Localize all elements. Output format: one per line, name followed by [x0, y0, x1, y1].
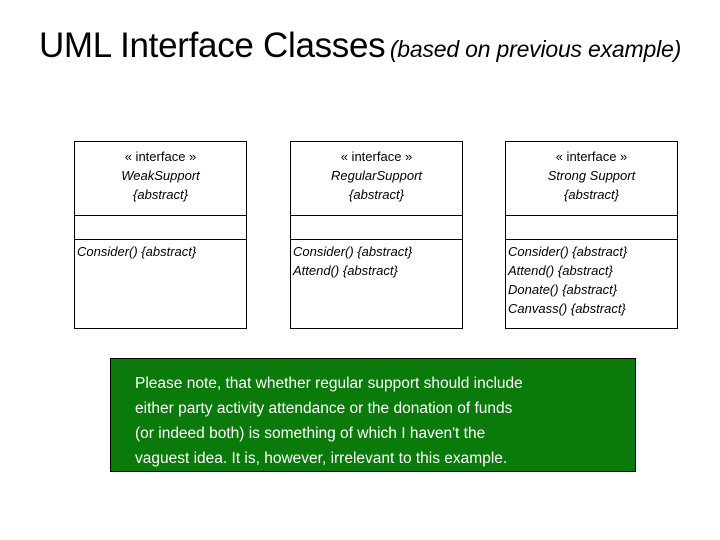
class-operation: Attend() {abstract}: [293, 263, 398, 278]
page-title-subtitle: (based on previous example): [389, 36, 682, 62]
class-operation: Canvass() {abstract}: [508, 301, 626, 316]
class-operation: Consider() {abstract}: [77, 244, 197, 259]
class-abstract-marker: {abstract}: [133, 187, 188, 202]
class-header-compartment: « interface » WeakSupport {abstract}: [75, 142, 246, 216]
class-attributes-compartment: [506, 216, 677, 240]
uml-class-strong-support[interactable]: « interface » Strong Support {abstract} …: [505, 141, 678, 329]
class-attributes-compartment: [75, 216, 246, 240]
class-header-compartment: « interface » RegularSupport {abstract}: [291, 142, 462, 216]
class-attributes-compartment: [291, 216, 462, 240]
note-line: vaguest idea. It is, however, irrelevant…: [135, 450, 508, 467]
class-header-compartment: « interface » Strong Support {abstract}: [506, 142, 677, 216]
class-stereotype: « interface »: [340, 149, 413, 164]
class-operation: Donate() {abstract}: [508, 282, 618, 297]
page-title: UML Interface Classes (based on previous…: [0, 28, 720, 64]
class-operation: Consider() {abstract}: [508, 244, 628, 259]
class-operations-compartment: Consider() {abstract} Attend() {abstract…: [291, 240, 462, 280]
class-name: Strong Support: [547, 168, 636, 183]
class-stereotype: « interface »: [555, 149, 628, 164]
class-name: RegularSupport: [330, 168, 423, 183]
note-line: either party activity attendance or the …: [135, 400, 513, 417]
class-operations-compartment: Consider() {abstract} Attend() {abstract…: [506, 240, 677, 318]
uml-class-weak-support[interactable]: « interface » WeakSupport {abstract} Con…: [74, 141, 247, 329]
class-abstract-marker: {abstract}: [564, 187, 619, 202]
class-operations-compartment: Consider() {abstract}: [75, 240, 246, 261]
class-operation: Consider() {abstract}: [293, 244, 413, 259]
class-operation: Attend() {abstract}: [508, 263, 613, 278]
class-abstract-marker: {abstract}: [349, 187, 404, 202]
note-callout: Please note, that whether regular suppor…: [110, 358, 636, 472]
uml-class-regular-support[interactable]: « interface » RegularSupport {abstract} …: [290, 141, 463, 329]
class-name: WeakSupport: [121, 168, 200, 183]
class-stereotype: « interface »: [124, 149, 197, 164]
uml-class-diagram: « interface » WeakSupport {abstract} Con…: [74, 141, 680, 331]
note-line: Please note, that whether regular suppor…: [135, 375, 523, 392]
note-line: (or indeed both) is something of which I…: [135, 425, 486, 442]
page-title-main: UML Interface Classes: [38, 26, 386, 65]
